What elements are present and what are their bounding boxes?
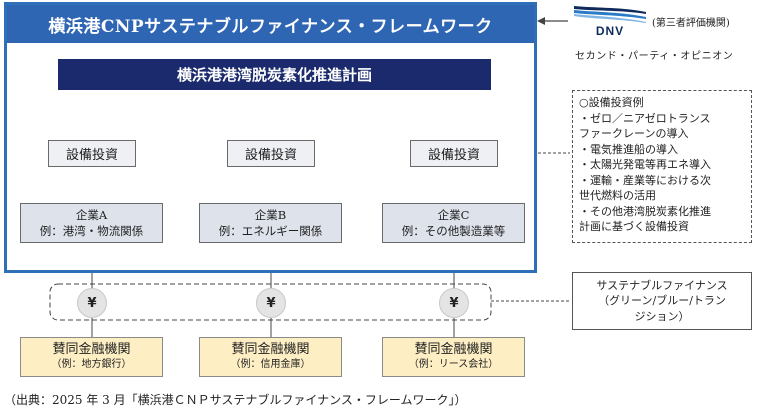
- company-name: 企業B: [254, 208, 287, 222]
- company-name: 企業C: [437, 208, 470, 222]
- examples-line: ・太陽光発電等再エネ導入: [579, 158, 711, 171]
- examples-line: ファークレーンの導入: [579, 127, 689, 140]
- company-box-c: 企業C 例：その他製造業等: [382, 203, 525, 243]
- company-example: 例：港湾・物流関係: [39, 224, 144, 238]
- sustainable-finance-box: サステナブルファイナンス （グリーン/ブルー/トラン ジション）: [572, 272, 752, 330]
- examples-line: ・その他港湾脱炭素化推進: [579, 204, 711, 218]
- examples-line: 計画に基づく設備投資: [579, 220, 689, 233]
- bank-box-2: 賛同金融機関 （例：信用金庫）: [199, 337, 342, 377]
- bank-example: （例：リース会社）: [408, 359, 499, 370]
- framework-title: 横浜港CNPサステナブルファイナンス・フレームワーク: [7, 5, 534, 43]
- finance-line: （グリーン/ブルー/トラン: [598, 294, 726, 308]
- finance-line: ジション）: [634, 309, 690, 323]
- bank-box-1: 賛同金融機関 （例：地方銀行）: [20, 337, 163, 377]
- company-box-b: 企業B 例：エネルギー関係: [199, 203, 342, 243]
- bank-name: 賛同金融機関: [414, 342, 493, 357]
- examples-line: ・電気推進船の導入: [579, 142, 678, 156]
- investment-box-a: 設備投資: [48, 140, 136, 167]
- examples-line: 世代燃料の活用: [579, 189, 656, 202]
- company-example: 例：エネルギー関係: [218, 224, 323, 238]
- yen-icon: ¥: [77, 288, 107, 318]
- examples-line: ・運輸・産業等における次: [579, 173, 711, 187]
- dnv-logo: DNV: [572, 4, 648, 38]
- examples-line: ・ゼロ／ニアゼロトランス: [579, 111, 711, 125]
- dnv-logo-text: DNV: [596, 24, 624, 38]
- source-citation: （出典：2025 年 3 月「横浜港ＣＮＰサステナブルファイナンス・フレームワー…: [4, 393, 467, 407]
- bank-name: 賛同金融機関: [231, 342, 310, 357]
- yen-icon: ¥: [256, 288, 286, 318]
- company-name: 企業A: [75, 208, 108, 222]
- finance-line: サステナブルファイナンス: [596, 278, 728, 292]
- bank-example: （例：地方銀行）: [51, 359, 132, 370]
- investment-box-b: 設備投資: [227, 140, 315, 167]
- plan-box: 横浜港港湾脱炭素化推進計画: [58, 59, 491, 90]
- second-party-opinion-label: セカンド・パーティ・オピニオン: [575, 51, 734, 62]
- bank-name: 賛同金融機関: [52, 342, 131, 357]
- bank-example: （例：信用金庫）: [230, 359, 311, 370]
- investment-box-c: 設備投資: [410, 140, 498, 167]
- examples-line: ○設備投資例: [579, 96, 644, 109]
- yen-icon: ¥: [439, 288, 469, 318]
- reviewer-role: (第三者評価機関): [652, 18, 730, 29]
- investment-examples-box: ○設備投資例 ・ゼロ／ニアゼロトランス ファークレーンの導入 ・電気推進船の導入…: [572, 90, 752, 243]
- company-example: 例：その他製造業等: [401, 224, 506, 238]
- bank-box-3: 賛同金融機関 （例：リース会社）: [382, 337, 525, 377]
- company-box-a: 企業A 例：港湾・物流関係: [20, 203, 163, 243]
